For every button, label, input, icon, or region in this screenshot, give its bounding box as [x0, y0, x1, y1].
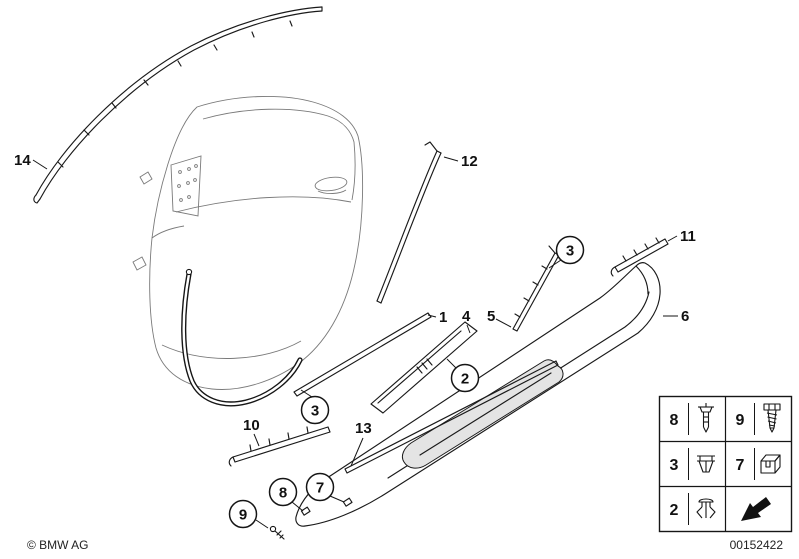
callouts-plain: 14 12 11 6 1 4 5 10 13	[14, 152, 696, 467]
clamp-icon	[760, 454, 781, 474]
expanding-rivet-icon	[696, 498, 716, 519]
callout-6-label[interactable]: 6	[681, 308, 689, 325]
door-aperture-seal	[181, 268, 303, 407]
callout-3-lower-label[interactable]: 3	[311, 403, 319, 420]
callout-10-label[interactable]: 10	[243, 417, 260, 434]
part-12-window-guide-trim	[376, 141, 442, 304]
part-10-trim-strip	[228, 426, 331, 467]
callout-2-label[interactable]: 2	[461, 371, 469, 388]
callout-8-leader	[291, 501, 304, 512]
callout-3-lower-circle[interactable]	[300, 395, 330, 425]
blind-rivet-icon	[698, 403, 714, 433]
part-6-rocker-panel	[295, 262, 661, 527]
callout-12-label[interactable]: 12	[461, 153, 478, 170]
fastener-details	[269, 497, 353, 540]
callout-11-leader	[667, 235, 678, 242]
callout-3-upper-label[interactable]: 3	[566, 243, 574, 260]
screw-detail-9	[269, 525, 285, 540]
callout-3-upper-leader	[548, 259, 562, 269]
expanding-clip-icon	[697, 455, 715, 473]
copyright-text: © BMW AG	[27, 538, 89, 552]
callout-12-leader	[443, 156, 459, 162]
part-11-trim-strip	[610, 237, 669, 277]
callout-4-label[interactable]: 4	[462, 308, 471, 325]
legend-num-3: 3	[670, 457, 679, 474]
mirror-mount-plate	[170, 155, 202, 217]
part-4-entrance-cover	[370, 321, 478, 414]
door-line-art	[132, 96, 364, 390]
callout-8-circle[interactable]	[268, 477, 298, 507]
legend-num-2: 2	[670, 502, 679, 519]
callout-5-label[interactable]: 5	[487, 308, 495, 325]
callout-9-circle[interactable]	[228, 499, 258, 529]
callout-5-leader	[495, 318, 512, 328]
callout-8-label[interactable]: 8	[279, 485, 287, 502]
direction-arrow-icon	[741, 497, 771, 521]
callout-13-label[interactable]: 13	[355, 420, 372, 437]
callout-7-circle[interactable]	[305, 472, 335, 502]
callout-3-upper-circle[interactable]	[555, 235, 585, 265]
callout-9-label[interactable]: 9	[239, 507, 247, 524]
callout-13-leader	[350, 437, 364, 467]
screw-icon	[763, 403, 781, 433]
callout-9-leader	[255, 519, 269, 529]
door-hinge-upper	[139, 171, 153, 185]
callout-7-label[interactable]: 7	[316, 480, 324, 497]
part-13-sill-trim-strip	[344, 360, 559, 474]
rivet-detail-8	[300, 506, 311, 516]
callout-3-lower-leader	[300, 389, 313, 398]
legend-num-7: 7	[736, 457, 745, 474]
door-hinge-lower	[132, 256, 147, 271]
callout-4-leader	[466, 324, 471, 334]
callout-1-leader	[427, 314, 437, 318]
callout-7-leader	[329, 495, 345, 503]
legend-num-8: 8	[670, 412, 679, 429]
callout-10-leader	[253, 433, 260, 447]
part-1-sill-strip	[293, 312, 432, 397]
fastener-legend: 8 9 3 7 2	[658, 395, 793, 533]
part-5-pillar-trim	[512, 245, 560, 332]
callout-2-circle[interactable]	[450, 363, 480, 393]
drawing-number-text: 00152422	[730, 538, 784, 552]
door-handle	[314, 176, 348, 192]
part-14-roof-edge-trim	[33, 6, 323, 204]
callout-1-label[interactable]: 1	[439, 309, 447, 326]
callout-14-leader	[32, 159, 48, 170]
clip-detail-7	[342, 497, 353, 507]
callout-14-label[interactable]: 14	[14, 152, 31, 169]
callout-11-label[interactable]: 11	[680, 228, 696, 245]
callout-2-leader	[446, 358, 457, 369]
callouts-circled: 3 3 2 7 8 9	[228, 235, 585, 529]
legend-num-9: 9	[736, 412, 745, 429]
